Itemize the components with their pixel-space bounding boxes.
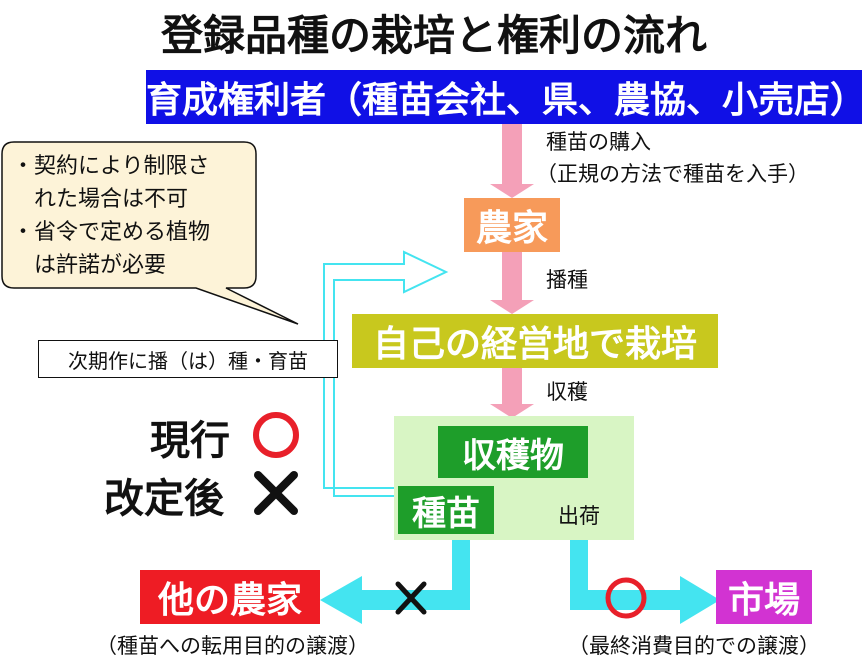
other-farmer-label: 他の農家: [157, 580, 302, 621]
cross-mark-icon: [395, 581, 427, 615]
pink-arrow-harvesting: [490, 368, 534, 418]
next-crop-box: 次期作に播（は）種・育苗: [38, 340, 338, 378]
pink-arrow-sowing: [490, 252, 534, 314]
callout-line: れた場合は不可: [12, 187, 189, 212]
sowing-label: 播種: [546, 268, 588, 292]
farmer-box: 農家: [464, 198, 560, 252]
cyan-arrow-other-farmer: [320, 540, 470, 624]
shipping-label: 出荷: [558, 504, 600, 528]
circle-mark-icon: [605, 577, 647, 619]
market-box: 市場: [716, 570, 812, 624]
callout-line: ・省令で定める植物: [12, 220, 211, 245]
revised-status-label: 改定後: [104, 476, 224, 522]
revised-cross-icon: [254, 471, 298, 515]
cultivate-box: 自己の経営地で栽培: [352, 314, 718, 368]
harvesting-label: 収穫: [546, 380, 588, 404]
seedling-label: 種苗: [412, 493, 480, 534]
rights-holder-label: 育成権利者（種苗会社、県、農協、小売店）: [146, 80, 867, 121]
callout-bubble: [1, 141, 299, 325]
cultivate-label: 自己の経営地で栽培: [372, 324, 697, 365]
farmer-label: 農家: [475, 208, 548, 249]
purchase-label: 種苗の購入: [546, 130, 651, 154]
page-title: 登録品種の栽培と権利の流れ: [160, 11, 707, 60]
transfer-market-label: （最終消費目的での譲渡）: [568, 634, 820, 658]
callout-line: ・契約により制限さ: [12, 154, 210, 179]
callout-line: は許諾が必要: [12, 253, 167, 278]
callout-text: ・契約により制限さ れた場合は不可 ・省令で定める植物 は許諾が必要: [12, 150, 252, 282]
other-farmer-box: 他の農家: [140, 570, 320, 624]
purchase-note-label: （正規の方法で種苗を入手）: [536, 162, 809, 186]
pink-arrow-purchase: [490, 124, 534, 198]
cyan-arrow-market: [570, 540, 720, 624]
rights-holder-box: 育成権利者（種苗会社、県、農協、小売店）: [146, 70, 867, 124]
current-status-label: 現行: [150, 418, 230, 464]
market-label: 市場: [727, 580, 800, 621]
seedling-box: 種苗: [398, 486, 494, 534]
transfer-other-label: （種苗への転用目的の譲渡）: [96, 634, 369, 658]
harvest-box: 収穫物: [438, 426, 588, 478]
harvest-label: 収穫物: [462, 435, 564, 476]
current-circle-icon: [253, 412, 299, 458]
next-crop-loop-arrow: [323, 250, 449, 497]
next-crop-label: 次期作に播（は）種・育苗: [68, 348, 308, 373]
